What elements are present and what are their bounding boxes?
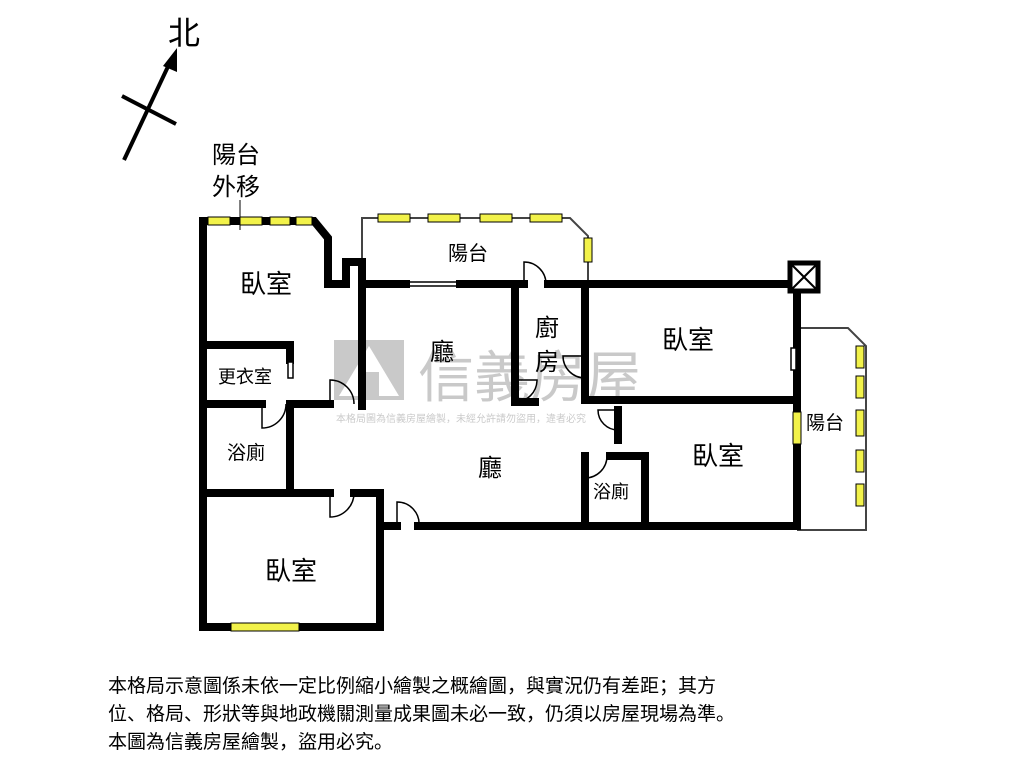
- room-bathroom-center: 浴廁: [593, 481, 629, 503]
- duct-box-icon: [787, 260, 821, 294]
- room-bathroom-left: 浴廁: [227, 441, 265, 464]
- balcony-moved-label-line2: 外移: [212, 173, 260, 201]
- doors: [261, 261, 797, 527]
- sliding-door: [406, 281, 460, 287]
- brand-logo-icon: [334, 340, 404, 400]
- disclaimer-line-1: 本格局示意圖係未依一定比例縮小繪製之概繪圖，與實況仍有差距；其方: [108, 675, 717, 697]
- room-living-center: 廳: [478, 454, 502, 482]
- north-label: 北: [168, 14, 200, 52]
- windows: [207, 213, 865, 632]
- room-balcony-right: 陽台: [806, 412, 844, 434]
- room-kitchen-line1: 廚: [535, 314, 559, 342]
- disclaimer-line-3: 本圖為信義房屋繪製，盜用必究。: [108, 731, 394, 753]
- watermark: 信義房屋 本格局圖為信義房屋繪製，未經允許請勿盜用，違者必究: [334, 340, 642, 425]
- disclaimer-text: 本格局示意圖係未依一定比例縮小繪製之概繪圖，與實況仍有差距；其方 位、格局、形狀…: [108, 672, 1008, 756]
- room-bedroom-top-right: 臥室: [662, 326, 714, 356]
- disclaimer-line-2: 位、格局、形狀等與地政機關測量成果圖未必一致，仍須以房屋現場為準。: [108, 703, 736, 725]
- watermark-notice: 本格局圖為信義房屋繪製，未經允許請勿盜用，違者必究: [336, 412, 586, 425]
- compass: 北: [121, 14, 200, 161]
- room-labels: 臥室 陽台 廳 廚 房 臥室 更衣室 浴廁 廳 浴廁 臥室 陽台 臥室: [218, 241, 844, 587]
- room-dressing: 更衣室: [218, 367, 272, 388]
- balcony-moved-label-line1: 陽台: [212, 141, 260, 169]
- room-kitchen-line2: 房: [535, 348, 559, 376]
- room-living-top: 廳: [430, 338, 454, 366]
- room-bedroom-top-left: 臥室: [240, 270, 292, 300]
- room-bedroom-bottom: 臥室: [265, 557, 317, 587]
- room-balcony-top: 陽台: [448, 241, 488, 265]
- room-bedroom-right: 臥室: [692, 442, 744, 472]
